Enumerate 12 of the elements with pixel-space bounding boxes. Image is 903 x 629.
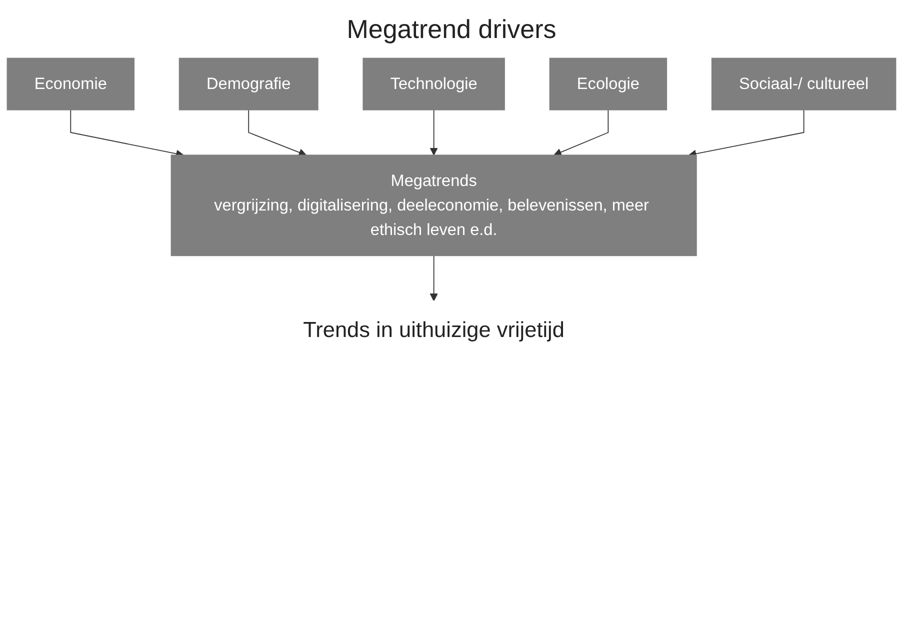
arrow [430,255,438,302]
arrow [554,109,609,156]
node-box: Technologie [362,58,505,110]
node-box: Megatrends vergrijzing, digitalisering, deeleconomie, belevenissen, meer ethisch leven e.d. [170,154,697,256]
node-box: Sociaal-/ cultureel [711,58,896,110]
node-box: Economie [6,58,134,110]
arrow [248,109,306,156]
node-box: Demografie [178,58,318,110]
node-box: Ecologie [549,58,668,110]
arrow [430,109,438,156]
diagram-title: Megatrend drivers [346,14,556,45]
node-text: Trends in uithuizige vrijetijd [303,318,564,343]
